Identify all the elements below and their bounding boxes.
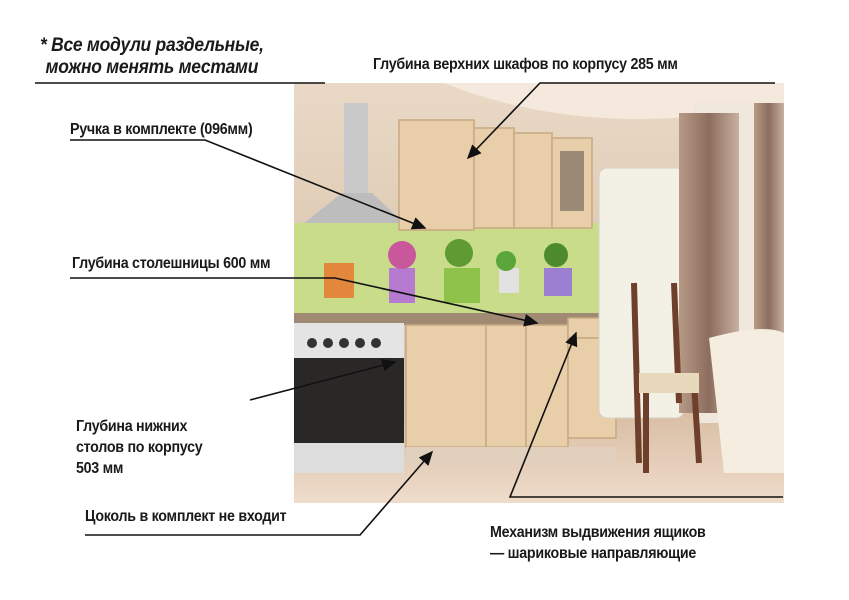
modules-note: * Все модули раздельные, можно менять ме…	[40, 35, 264, 79]
drawers-line-1: Механизм выдвижения ящиков	[490, 524, 706, 541]
kitchen-photo	[294, 83, 784, 503]
handle-label: Ручка в комплекте (096мм)	[70, 121, 253, 138]
lower-depth-line-1: Глубина нижних	[76, 418, 188, 435]
lower-depth-line-2: столов по корпусу	[76, 439, 203, 456]
lower-depth-label: Глубина нижних столов по корпусу 503 мм	[76, 416, 203, 479]
upper-depth-label: Глубина верхних шкафов по корпусу 285 мм	[373, 56, 678, 73]
countertop-label: Глубина столешницы 600 мм	[72, 255, 271, 272]
drawers-label: Механизм выдвижения ящиков — шариковые н…	[490, 522, 706, 564]
note-line-2: можно менять местами	[45, 57, 259, 78]
plinth-label: Цоколь в комплект не входит	[85, 508, 287, 525]
note-line-1: * Все модули раздельные,	[40, 35, 264, 56]
drawers-line-2: — шариковые направляющие	[490, 545, 697, 562]
lower-depth-line-3: 503 мм	[76, 460, 124, 477]
